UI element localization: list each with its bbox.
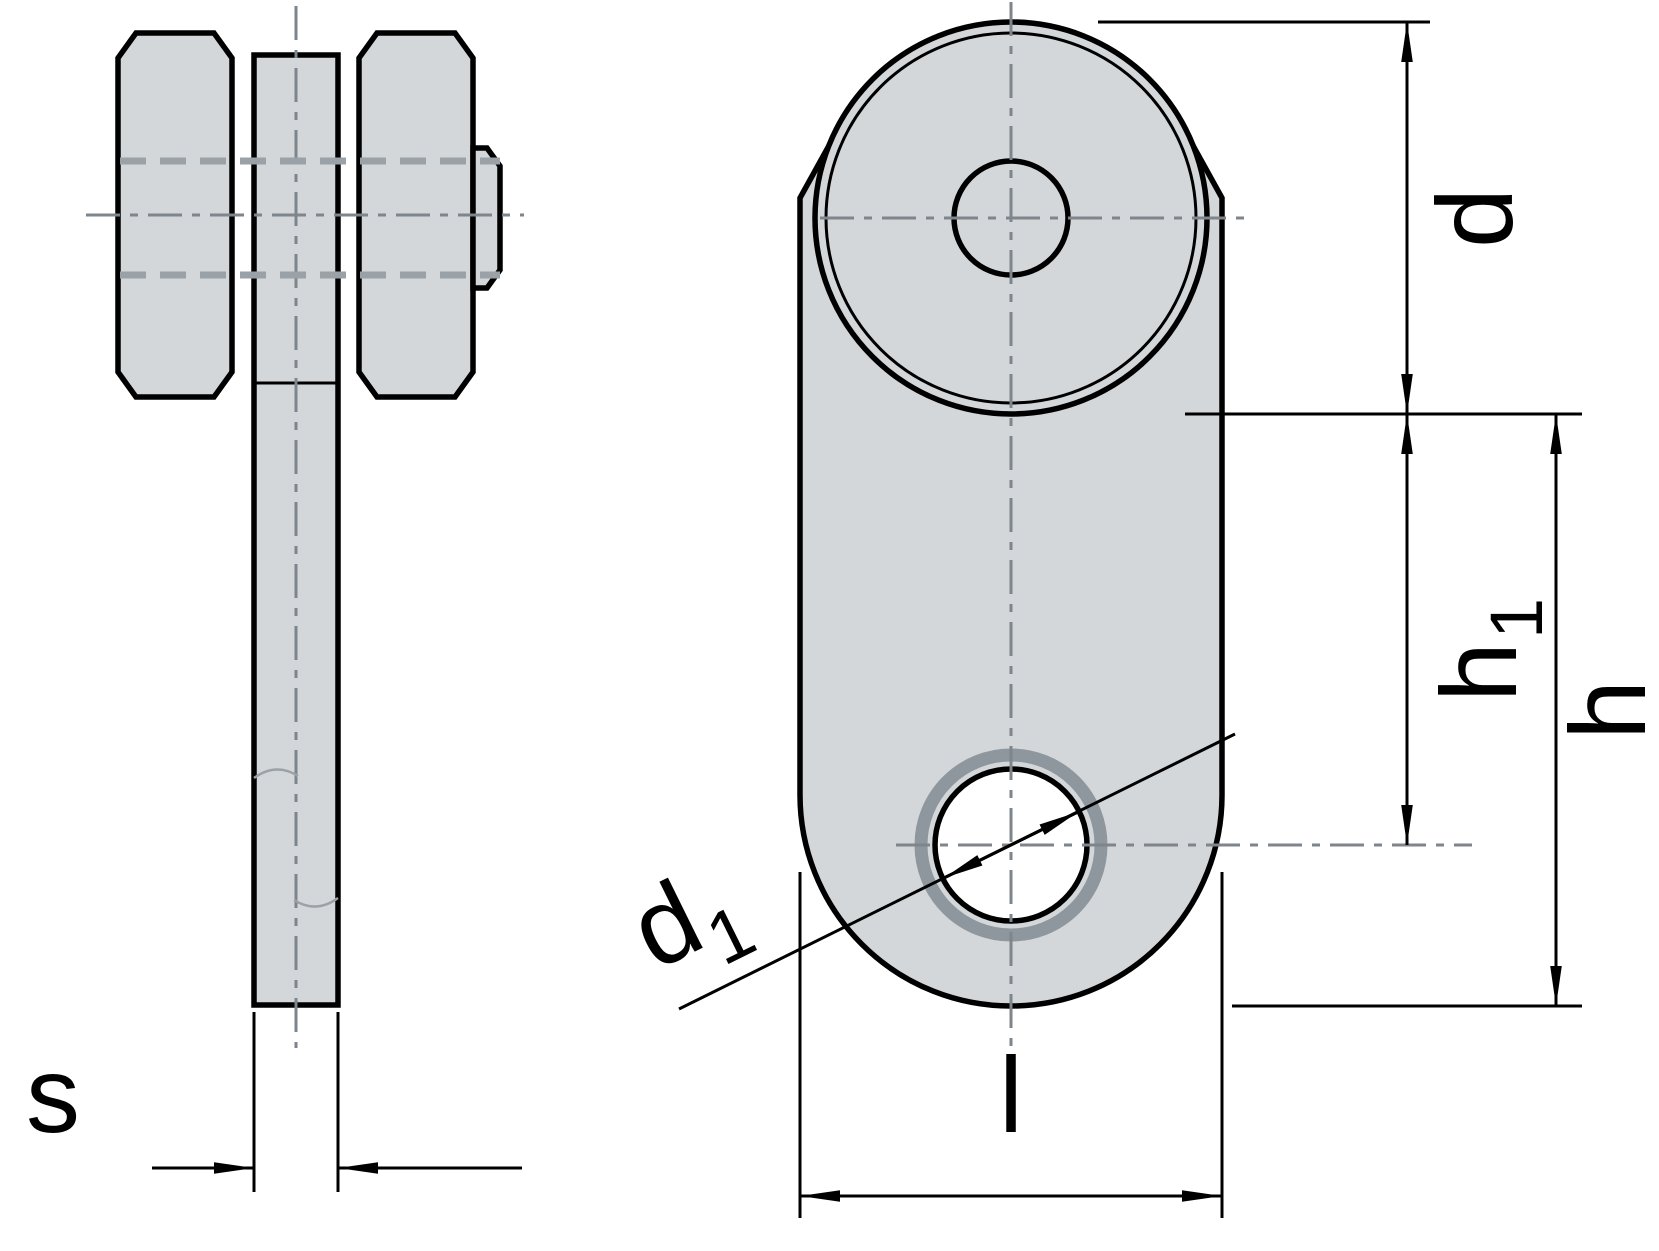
- side-view: [115, 30, 503, 1008]
- dim-label-h1-subscript: 1: [1475, 598, 1558, 639]
- hidden-lines: [120, 157, 500, 908]
- dim-label-h: h: [1547, 680, 1659, 740]
- dim-label-d: d: [1414, 188, 1535, 248]
- centerlines: [86, 2, 1472, 1108]
- dimension-l: l: [798, 872, 1224, 1218]
- plate-surface-mark-upper: [253, 768, 299, 780]
- dim-label-h1-main: h: [1418, 642, 1539, 702]
- dimension-h: h: [1232, 414, 1659, 1008]
- dim-label-d1: d1: [612, 837, 767, 1009]
- dim-label-l: l: [999, 1034, 1023, 1155]
- dim-label-h1: h1: [1418, 598, 1558, 702]
- axle-end-cap: [470, 145, 503, 291]
- plate-surface-mark-lower: [293, 896, 339, 908]
- dimension-d: d: [1098, 20, 1582, 416]
- dimension-h1: h1: [1401, 414, 1558, 845]
- dimension-s: s: [26, 1012, 522, 1192]
- dimension-arrow-line: [1010, 810, 1079, 847]
- part-geometry: [115, 19, 1225, 1009]
- dim-label-s: s: [26, 1034, 80, 1155]
- dimension-arrow-line: [943, 843, 1012, 880]
